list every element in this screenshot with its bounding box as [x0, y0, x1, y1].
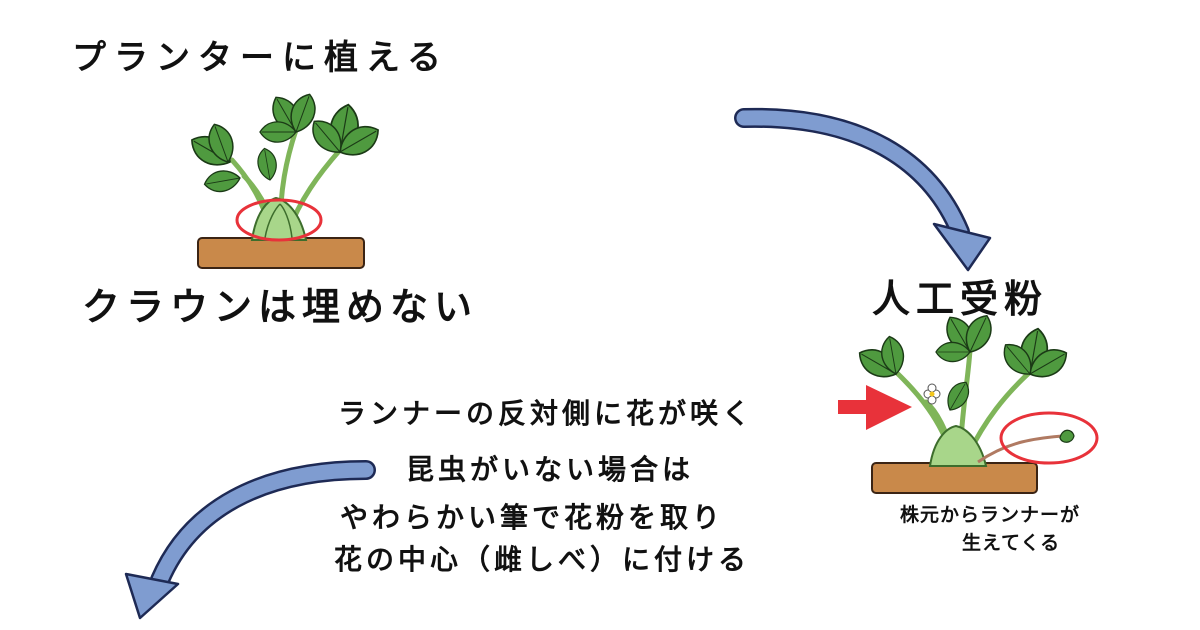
pollination-title: 人工受粉 — [872, 277, 1049, 321]
flower-icon — [923, 383, 941, 405]
crown-note: クラウンは埋めない — [82, 285, 479, 329]
brush-note: やわらかい筆で花粉を取り — [340, 501, 725, 534]
runner-stem — [977, 434, 1063, 464]
runner-caption-line1: 株元からランナーが — [900, 504, 1081, 526]
pistil-note: 花の中心（雌しべ）に付ける — [334, 543, 751, 576]
pollination-plant-illustration — [852, 310, 1099, 494]
crown-2 — [928, 424, 988, 467]
no-insects-note: 昆虫がいない場合は — [406, 453, 695, 486]
planter-title: プランターに植える — [72, 38, 449, 78]
curved-arrow-right — [734, 107, 992, 272]
soil-bed-1 — [197, 237, 365, 269]
curved-arrow-left — [124, 460, 376, 620]
red-pointer-arrow — [838, 385, 912, 430]
runner-highlight-circle — [999, 411, 1099, 465]
runner-bud-icon — [1059, 429, 1075, 443]
soil-bed-2 — [871, 462, 1038, 494]
crown-highlight-circle — [235, 198, 323, 242]
runner-side-note: ランナーの反対側に花が咲く — [338, 397, 755, 430]
planter-plant-illustration — [184, 89, 386, 269]
runner-caption-line2: 生えてくる — [962, 532, 1061, 554]
crown-1 — [250, 196, 308, 241]
